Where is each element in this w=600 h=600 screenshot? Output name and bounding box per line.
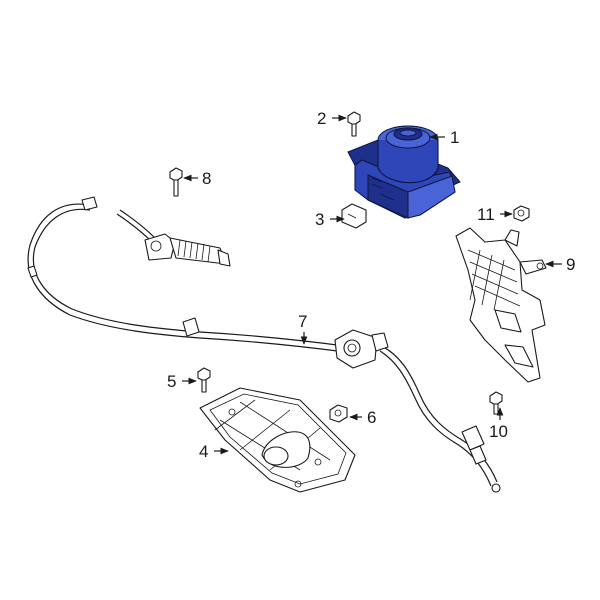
callout-8: 8 [202, 169, 211, 188]
callout-10: 10 [489, 422, 508, 441]
bolt-2[interactable] [347, 111, 361, 137]
bolt-5[interactable] [197, 367, 211, 393]
callout-1: 1 [450, 128, 459, 147]
callout-5: 5 [167, 372, 176, 391]
callout-11: 11 [477, 205, 495, 224]
clip-nut-3[interactable] [341, 203, 367, 229]
shifter-module[interactable] [347, 125, 461, 219]
callout-6: 6 [367, 408, 376, 427]
callout-leaders [182, 114, 562, 455]
callout-4: 4 [199, 442, 208, 461]
cable-eyelet [334, 329, 389, 369]
bolt-8[interactable] [169, 167, 183, 197]
callout-9: 9 [566, 255, 575, 274]
nut-11[interactable] [513, 205, 530, 222]
bracket-9[interactable] [455, 227, 547, 383]
callout-labels: 1 2 3 4 5 6 7 8 9 10 11 [167, 109, 575, 461]
callout-2: 2 [317, 109, 326, 128]
cable-end-bellows [144, 233, 231, 267]
callout-7: 7 [298, 312, 307, 331]
nut-6[interactable] [329, 404, 348, 423]
callout-3: 3 [315, 210, 324, 229]
base-plate-4[interactable] [199, 387, 356, 493]
shift-cable[interactable] [27, 196, 501, 493]
